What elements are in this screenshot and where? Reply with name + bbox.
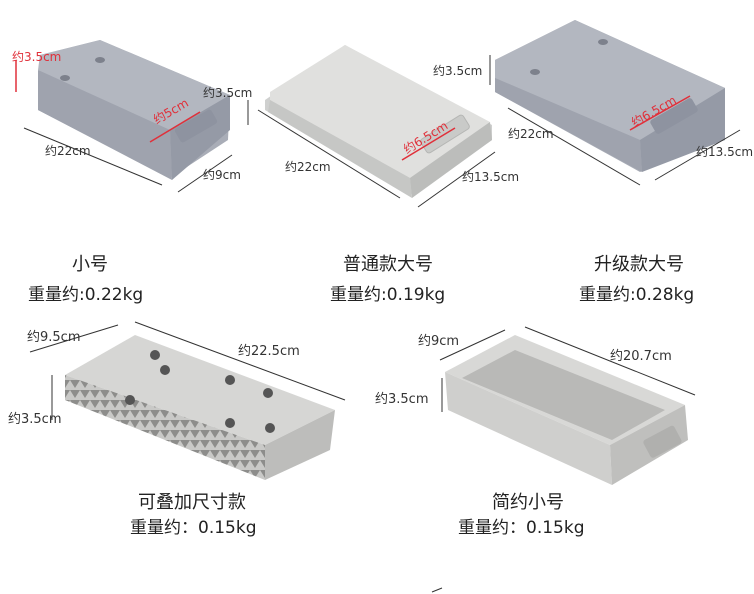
product-5-dim-height: 约3.5cm: [375, 392, 429, 407]
product-2-dim-width: 约13.5cm: [462, 170, 520, 184]
product-2-title: 普通款大号: [343, 254, 433, 275]
product-3-title: 升级款大号: [594, 254, 684, 275]
product-5-dim-width: 约9cm: [418, 334, 460, 349]
product-1-dim-height: 约3.5cm: [12, 50, 62, 64]
product-4-dim-width: 约9.5cm: [27, 330, 81, 345]
product-3-weight: 重量约:0.28kg: [579, 285, 695, 305]
product-5-title: 简约小号: [492, 492, 564, 513]
product-3-dim-width: 约13.5cm: [696, 145, 754, 159]
product-3-dim-length: 约22cm: [508, 127, 554, 141]
product-5-weight: 重量约：0.15kg: [458, 518, 585, 538]
product-1-dim-width: 约9cm: [203, 168, 241, 182]
product-1-title: 小号: [72, 254, 108, 275]
product-5-dim-length: 约20.7cm: [610, 349, 672, 364]
product-4-dim-height: 约3.5cm: [8, 412, 62, 427]
product-3-dim-height: 约3.5cm: [433, 64, 483, 78]
product-4-title: 可叠加尺寸款: [138, 492, 246, 513]
product-4-dim-length: 约22.5cm: [238, 344, 300, 359]
product-2-dim-length: 约22cm: [285, 160, 331, 174]
product-2-dim-height: 约3.5cm: [203, 86, 253, 100]
product-4-weight: 重量约：0.15kg: [130, 518, 257, 538]
product-1-dim-length: 约22cm: [45, 144, 91, 158]
product-1-weight: 重量约:0.22kg: [28, 285, 144, 305]
product-2-weight: 重量约:0.19kg: [330, 285, 446, 305]
